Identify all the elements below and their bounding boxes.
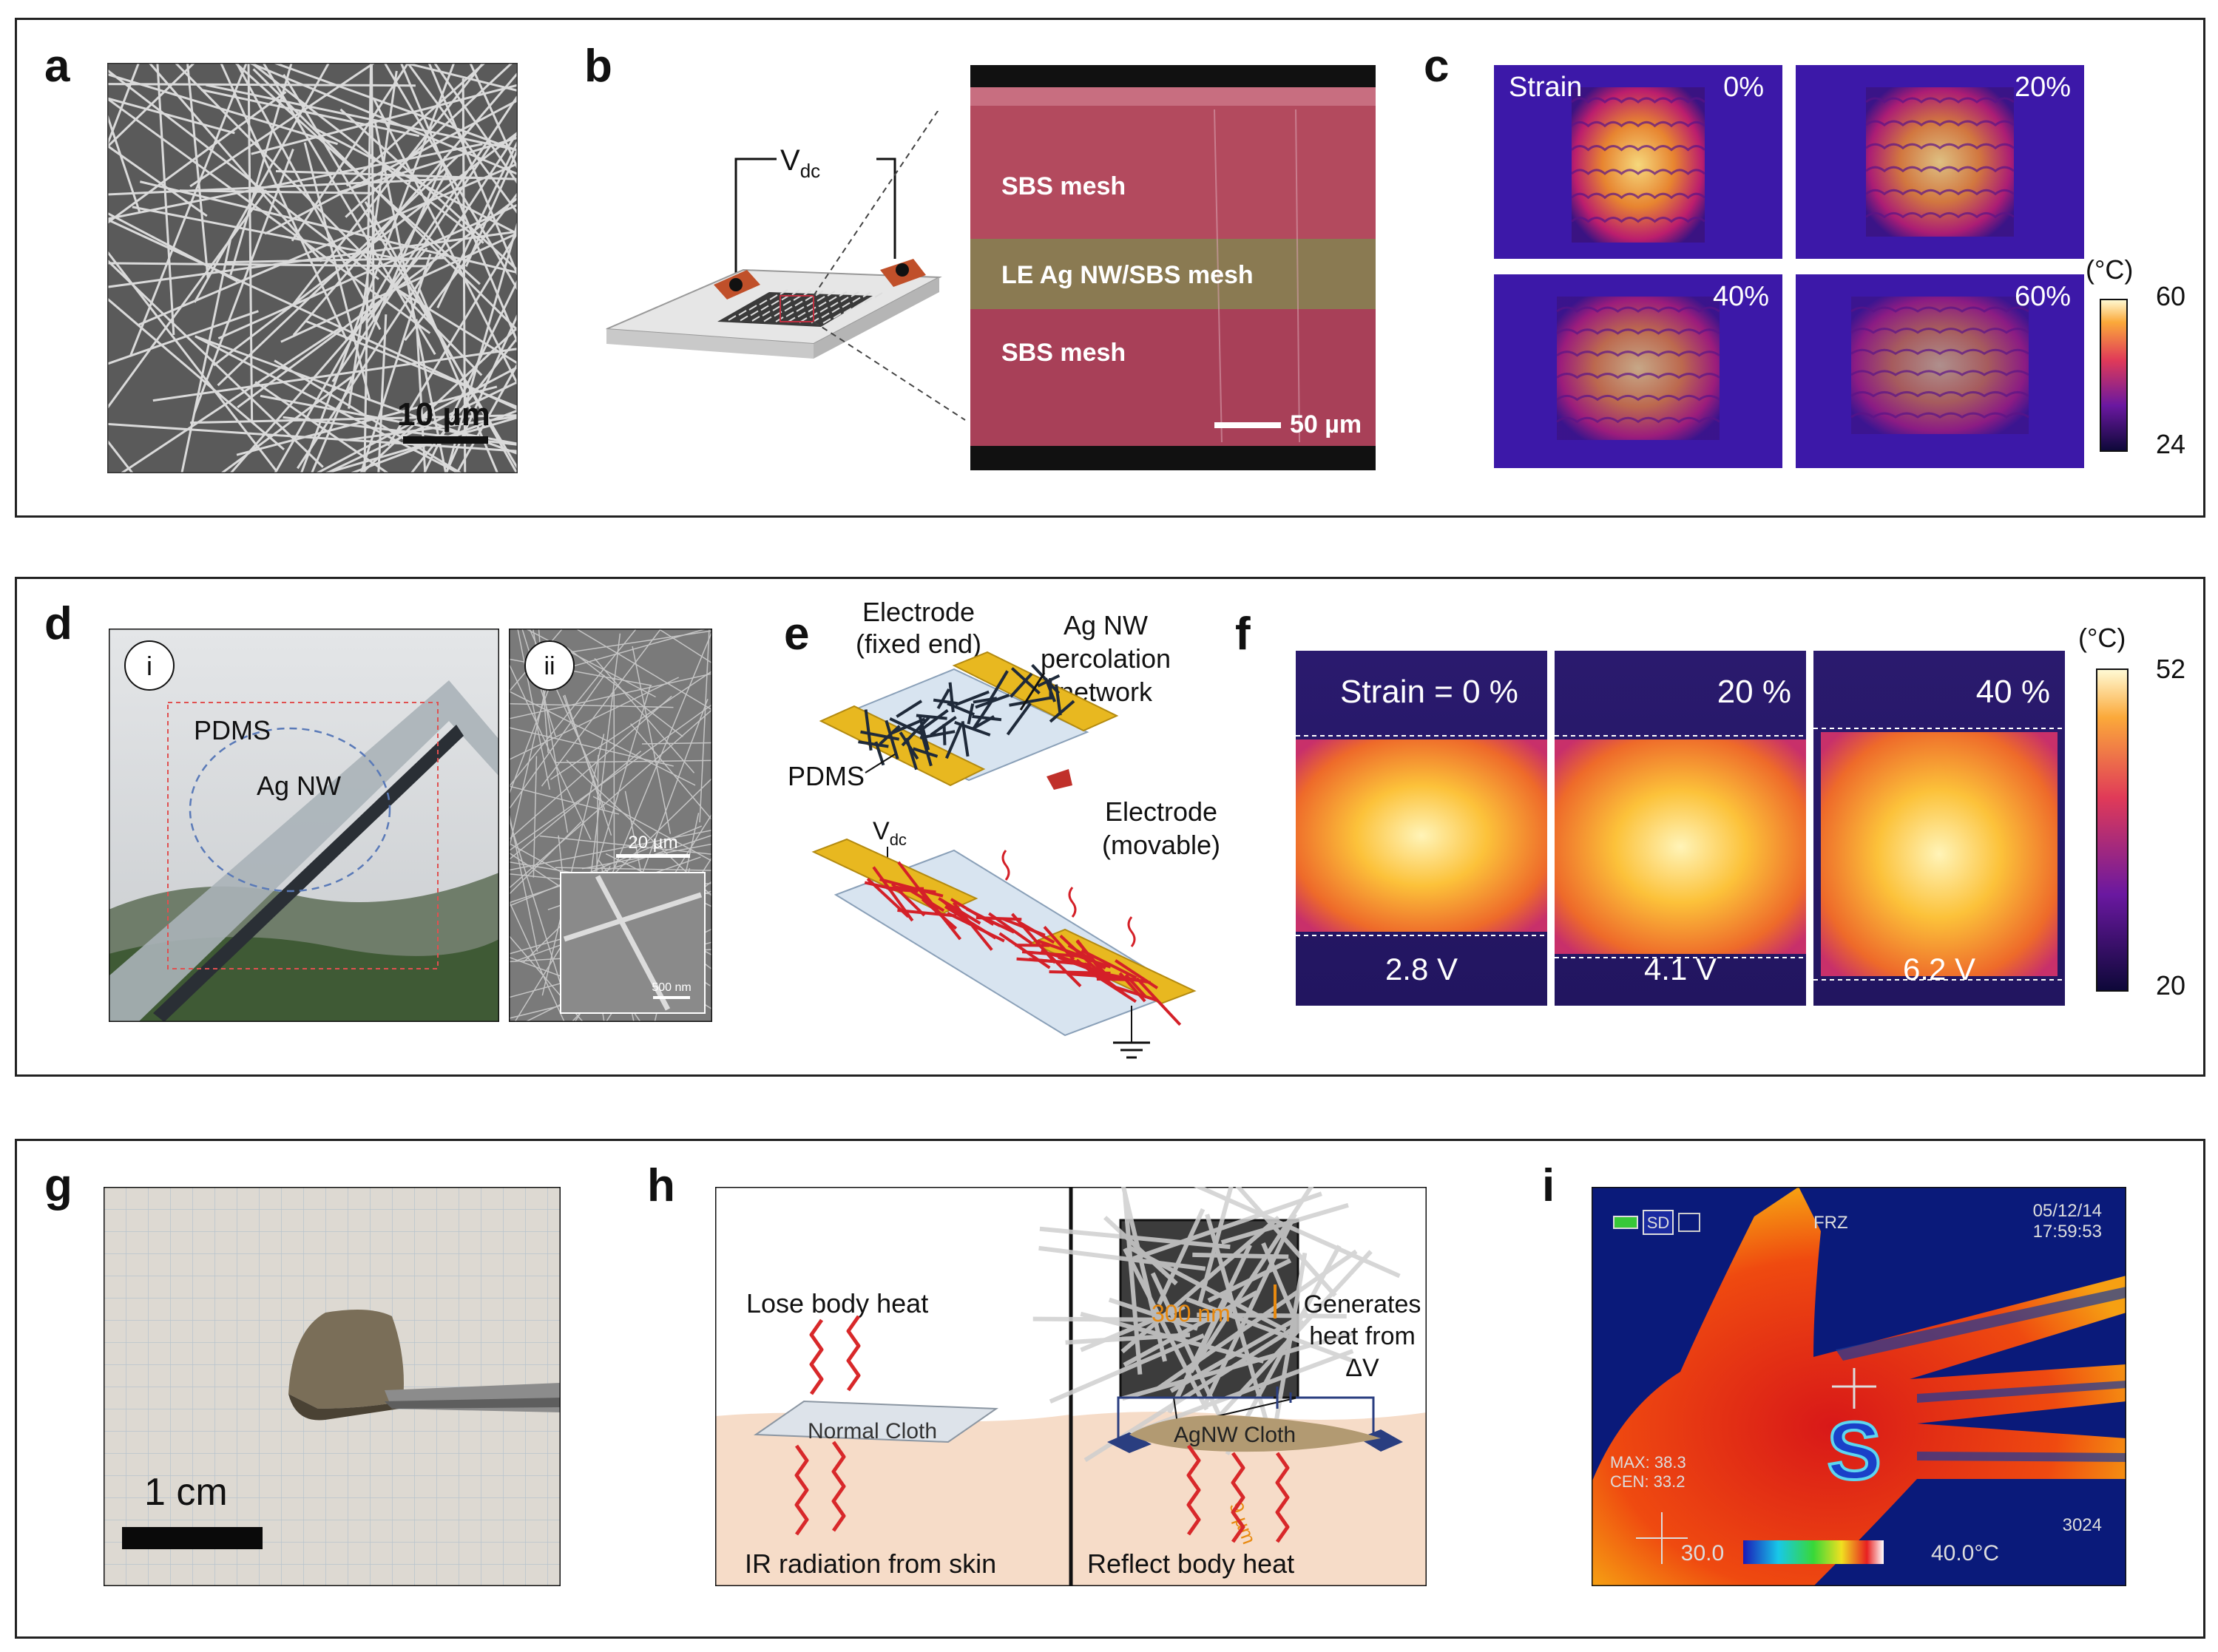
panel-i-scale-min: 30.0: [1681, 1541, 1724, 1565]
panel-f-colorbar-max: 52: [2156, 654, 2185, 684]
panel-b-layer-top: SBS mesh: [1001, 172, 1126, 200]
panel-f-colorbar-unit: (°C): [2078, 623, 2126, 653]
panel-h-lose-heat: Lose body heat: [746, 1288, 928, 1318]
panel-i-time: 17:59:53: [2033, 1222, 2102, 1242]
panel-c-colorbar-min: 24: [2156, 429, 2185, 459]
panel-i-frame: 3024: [2063, 1515, 2102, 1535]
panel-e-electrode-movable-2: (movable): [1102, 830, 1220, 860]
panel-e-electrode-fixed-2: (fixed end): [856, 629, 981, 659]
panel-c-strain-60: 60%: [2015, 281, 2071, 312]
panel-f-strain-0: Strain = 0 %: [1340, 674, 1518, 710]
panel-f-strain-2: 40 %: [1976, 674, 2050, 710]
panel-h-generates-3: ΔV: [1345, 1354, 1379, 1382]
panel-i-sd-badge-box: [1643, 1210, 1674, 1235]
panel-h-reflect-heat: Reflect body heat: [1087, 1548, 1294, 1579]
panel-d-scale-main: 20 µm: [628, 833, 677, 853]
panel-i-thermal-hand: S SD FRZ 05/12/14 17:59:53 MAX: 38.3 CEN…: [1592, 1187, 2126, 1586]
panel-label-g: g: [44, 1160, 72, 1211]
panel-label-c: c: [1424, 41, 1450, 92]
battery-icon: [1613, 1216, 1638, 1229]
panel-b-device-schematic: Vdc: [606, 111, 966, 421]
panel-e-network-2: percolation: [1041, 643, 1171, 674]
panel-f-colorbar-min: 20: [2156, 970, 2185, 1001]
panel-h-agnw-cloth: AgNW Cloth: [1174, 1423, 1296, 1447]
panel-f-voltage-1: 4.1 V: [1644, 952, 1717, 986]
panel-e-voltage: Vdc: [873, 817, 907, 849]
panel-h-ir-radiation: IR radiation from skin: [745, 1548, 996, 1579]
panel-h-inset-scale: 300 nm: [1152, 1300, 1231, 1327]
panel-e-schematic: Electrode (fixed end) Ag NW percolation …: [788, 597, 1220, 1059]
panel-h-schematic: Lose body heat Normal Cloth IR radiation…: [715, 1187, 1427, 1586]
panel-b-scale-text: 50 µm: [1290, 410, 1362, 439]
panel-a-scale-bar: [403, 436, 488, 444]
panel-i-scale-max: 40.0°C: [1931, 1541, 1999, 1565]
panel-b-scale-bar: [1214, 422, 1281, 428]
panel-label-b: b: [584, 41, 612, 92]
panel-i-date: 05/12/14: [2033, 1201, 2102, 1221]
panel-c-strain-40: 40%: [1713, 281, 1769, 312]
panel-label-i: i: [1542, 1160, 1555, 1211]
panel-h-generates-1: Generates: [1304, 1290, 1421, 1318]
panel-f-voltage-0: 2.8 V: [1385, 952, 1458, 986]
panel-c-strain-20: 20%: [2015, 72, 2071, 103]
panel-b-layer-bottom: SBS mesh: [1001, 339, 1126, 367]
storage-icon: [1678, 1213, 1700, 1232]
panel-e-electrode-movable-1: Electrode: [1105, 796, 1217, 827]
panel-e-electrode-fixed-1: Electrode: [862, 597, 975, 627]
panel-label-d: d: [44, 598, 72, 649]
panel-i-max: MAX: 38.3: [1610, 1453, 1686, 1472]
panel-label-a: a: [44, 41, 70, 92]
panel-c-thermal-grid: Strain 0% 20% 40% 60%: [1494, 65, 2084, 468]
panel-i-sd-badge: SD: [1647, 1213, 1670, 1232]
panel-i-logo: S: [1827, 1406, 1881, 1497]
panel-d-sub-ii: ii: [544, 652, 555, 680]
panel-f-voltage-2: 6.2 V: [1903, 952, 1975, 986]
panel-i-frz: FRZ: [1813, 1213, 1848, 1233]
panel-g-photo: 1 cm: [104, 1187, 561, 1586]
panel-d-sem-ii: ii 20 µm 500 nm: [509, 629, 712, 1022]
panel-c-colorbar-unit: (°C): [2086, 255, 2133, 285]
panel-i-color-scale: [1743, 1540, 1884, 1564]
panel-i-cen: CEN: 33.2: [1610, 1472, 1686, 1491]
panel-label-e: e: [784, 609, 810, 660]
panel-a-scale-text: 10 µm: [397, 396, 490, 433]
panel-label-f: f: [1235, 609, 1251, 660]
panel-f-strain-1: 20 %: [1717, 674, 1791, 710]
panel-e-pdms: PDMS: [788, 761, 865, 791]
panel-c-strain-0: 0%: [1723, 72, 1764, 103]
panel-c-colorbar-max: 60: [2156, 281, 2185, 311]
panel-g-scale-text: 1 cm: [144, 1471, 228, 1514]
panel-h-generates-2: heat from: [1309, 1322, 1416, 1350]
panel-c-colorbar: (°C) 60 24: [2086, 255, 2185, 459]
panel-label-h: h: [647, 1160, 675, 1211]
panel-d-label-agnw: Ag NW: [257, 771, 341, 801]
panel-c-strain-label: Strain: [1509, 72, 1582, 103]
panel-d-photo-i: i PDMS Ag NW: [109, 629, 499, 1022]
panel-f-thermal-strips: Strain = 0 % 2.8 V 20 % 4.1 V 40 % 6.2 V: [1296, 651, 2065, 1006]
panel-d-label-pdms: PDMS: [194, 715, 271, 745]
panel-b-cross-section-image: SBS mesh LE Ag NW/SBS mesh SBS mesh 50 µ…: [970, 65, 1376, 470]
panel-g-scale-bar: [122, 1527, 263, 1549]
panel-b-voltage-label: Vdc: [780, 144, 820, 182]
panel-a-sem-image: 10 µm: [107, 63, 518, 473]
panel-h-normal-cloth: Normal Cloth: [808, 1419, 937, 1443]
panel-d-scale-inset: 500 nm: [652, 981, 691, 994]
panel-b-layer-middle: LE Ag NW/SBS mesh: [1001, 261, 1254, 289]
panel-e-network-1: Ag NW: [1064, 610, 1148, 640]
panel-f-colorbar: (°C) 52 20: [2078, 623, 2185, 1001]
panel-d-sub-i: i: [146, 651, 152, 681]
